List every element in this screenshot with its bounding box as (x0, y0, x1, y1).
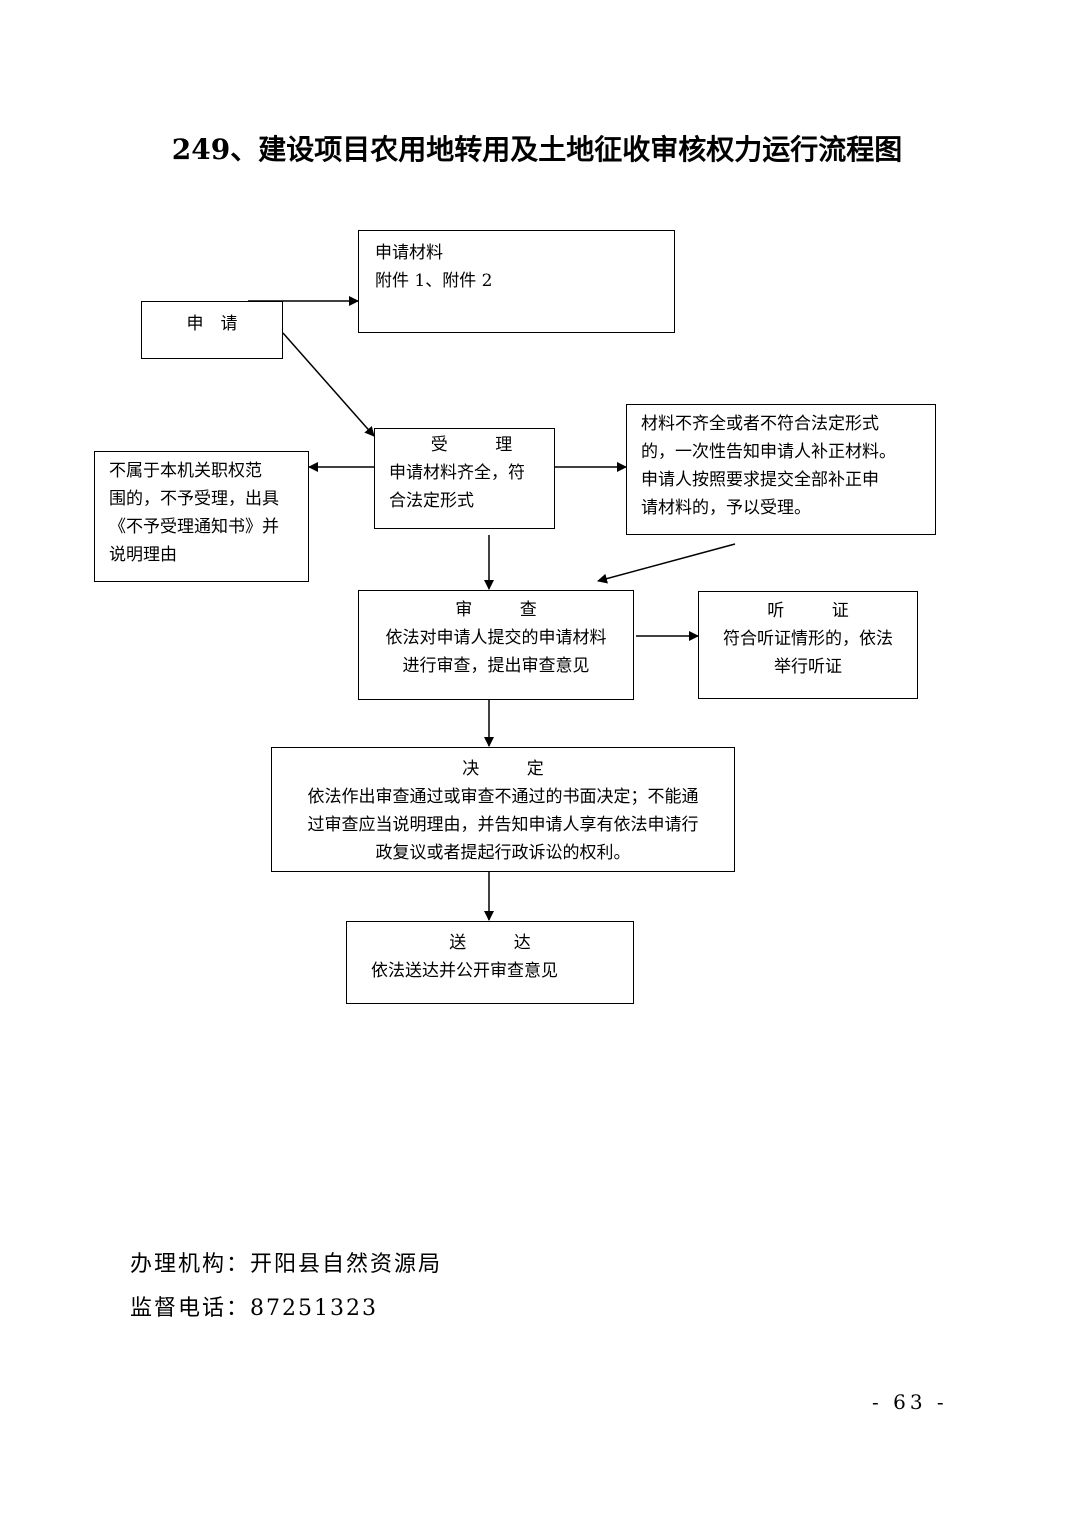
footer-phone: 监督电话：87251323 (130, 1290, 378, 1322)
node-decision: 决 定 依法作出审查通过或审查不通过的书面决定；不能通 过审查应当说明理由，并告… (271, 747, 735, 872)
node-accept-head: 受 理 (430, 435, 528, 455)
arrow-apply-to-accept (282, 332, 375, 437)
page-number: - 63 - (872, 1390, 948, 1414)
node-review: 审 查 依法对申请人提交的申请材料 进行审查，提出审查意见 (358, 590, 634, 700)
node-decision-body: 依法作出审查通过或审查不通过的书面决定；不能通 过审查应当说明理由，并告知申请人… (307, 787, 699, 863)
footer-phone-label: 监督电话： (130, 1296, 251, 1321)
node-materials: 申请材料 附件 1、附件 2 (358, 230, 675, 333)
node-supplement: 材料不齐全或者不符合法定形式 的，一次性告知申请人补正材料。 申请人按照要求提交… (626, 404, 936, 535)
node-accept-body: 申请材料齐全，符 合法定形式 (389, 463, 525, 511)
node-apply-label: 申 请 (186, 314, 238, 334)
node-hearing-head: 听 证 (767, 601, 865, 621)
footer-phone-value: 87251323 (250, 1296, 378, 1321)
node-apply: 申 请 (141, 301, 283, 359)
footer-agency-label: 办理机构： (130, 1252, 251, 1277)
node-reject: 不属于本机关职权范 围的，不予受理，出具 《不予受理通知书》并 说明理由 (94, 451, 309, 582)
footer-agency-value: 开阳县自然资源局 (250, 1252, 443, 1277)
node-accept: 受 理 申请材料齐全，符 合法定形式 (374, 428, 555, 529)
footer-agency: 办理机构：开阳县自然资源局 (130, 1246, 442, 1278)
node-delivery: 送 达 依法送达并公开审查意见 (346, 921, 634, 1004)
node-delivery-body: 依法送达并公开审查意见 (371, 961, 558, 981)
node-hearing-body: 符合听证情形的，依法 举行听证 (723, 629, 893, 677)
node-hearing: 听 证 符合听证情形的，依法 举行听证 (698, 591, 918, 699)
node-review-head: 审 查 (455, 600, 553, 620)
node-delivery-head: 送 达 (449, 933, 547, 953)
node-supplement-body: 材料不齐全或者不符合法定形式 的，一次性告知申请人补正材料。 申请人按照要求提交… (641, 414, 896, 518)
node-decision-head: 决 定 (462, 759, 560, 779)
node-materials-line2: 附件 1、附件 2 (375, 271, 493, 291)
node-review-body: 依法对申请人提交的申请材料 进行审查，提出审查意见 (385, 628, 607, 676)
node-reject-body: 不属于本机关职权范 围的，不予受理，出具 《不予受理通知书》并 说明理由 (109, 461, 279, 565)
arrow-supplement-to-review (597, 543, 736, 584)
page-title: 249、建设项目农用地转用及土地征收审核权力运行流程图 (171, 133, 903, 166)
node-materials-line1: 申请材料 (375, 243, 443, 263)
